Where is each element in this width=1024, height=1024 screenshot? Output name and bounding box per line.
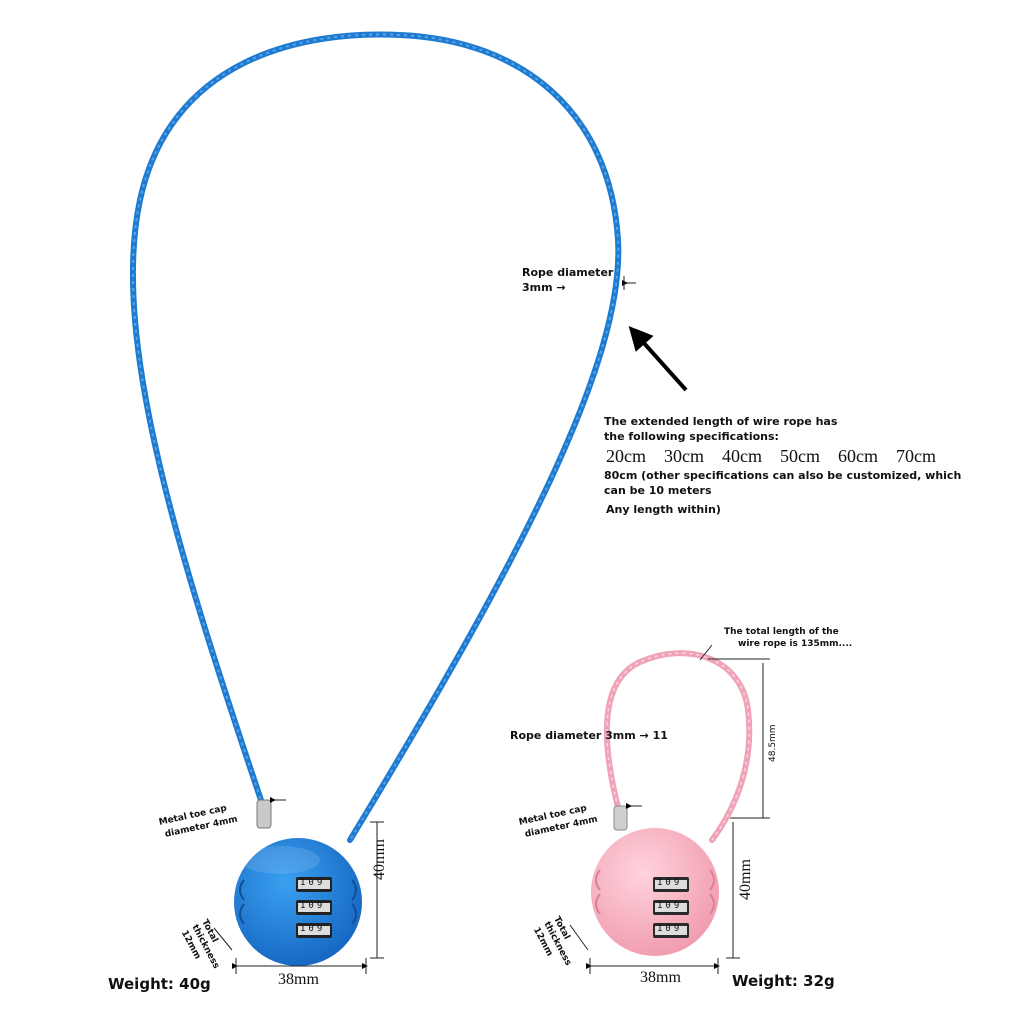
pink-metal-cap (613, 805, 628, 831)
length-option: 70cm (896, 446, 936, 466)
pink-total-length-line2: wire rope is 135mm.... (738, 639, 853, 649)
blue-dial-row-1[interactable]: 109 (300, 878, 326, 888)
pink-rope-diameter: Rope diameter 3mm → 11 (510, 729, 668, 742)
custom-line2: can be 10 meters (604, 484, 712, 497)
blue-dial-row-3[interactable]: 109 (300, 924, 326, 934)
pink-total-length-line1: The total length of the (724, 627, 839, 637)
pink-loop-height-label: 48.5mm (768, 724, 778, 762)
length-option: 30cm (664, 446, 704, 466)
pink-combination-dials (653, 877, 689, 938)
pink-height-label: 40mm (737, 859, 754, 900)
pink-weight-label: Weight: 32g (732, 972, 835, 990)
blue-width-label: 38mm (278, 971, 319, 988)
length-option: 40cm (722, 446, 762, 466)
blue-dial-row-2[interactable]: 109 (300, 901, 326, 911)
length-option: 20cm (606, 446, 646, 466)
rope-diameter-title: Rope diameter (522, 266, 614, 279)
pointer-arrow (628, 326, 688, 392)
pink-dial-row-2[interactable]: 109 (657, 901, 683, 911)
any-length-note: Any length within) (606, 503, 721, 516)
length-option: 60cm (838, 446, 878, 466)
blue-combination-dials (296, 877, 332, 938)
length-options: 20cm 30cm 40cm 50cm 60cm 70cm (606, 445, 936, 468)
extended-length-line1: The extended length of wire rope has (604, 415, 838, 428)
extended-length-line2: the following specifications: (604, 430, 779, 443)
rope-diameter-value: 3mm → (522, 281, 566, 294)
pink-width-label: 38mm (640, 969, 681, 986)
custom-line1: 80cm (other specifications can also be c… (604, 469, 962, 482)
pink-dial-row-3[interactable]: 109 (657, 924, 683, 934)
blue-height-label: 40mm (371, 839, 388, 880)
pink-wire-rope (603, 650, 753, 843)
pink-dial-row-1[interactable]: 109 (657, 878, 683, 888)
blue-wire-rope (129, 31, 622, 843)
blue-weight-label: Weight: 40g (108, 975, 211, 993)
blue-metal-cap (256, 799, 272, 829)
length-option: 50cm (780, 446, 820, 466)
